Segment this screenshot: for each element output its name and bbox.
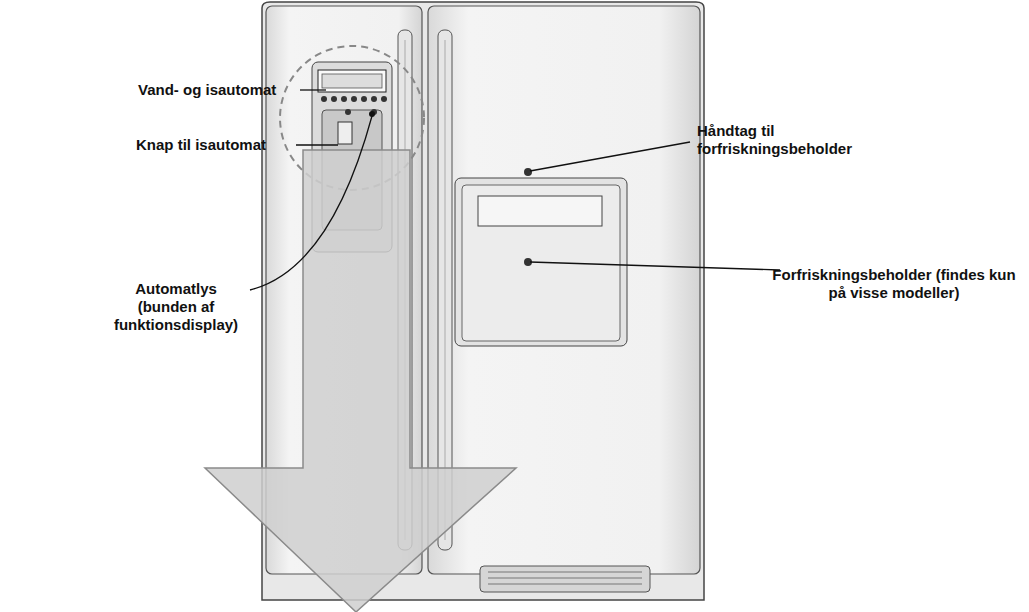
- callout-label: Forfriskningsbeholder (findes kun på vis…: [766, 266, 1022, 302]
- callout-label: Vand- og isautomat: [138, 81, 308, 99]
- callout-label: Knap til isautomat: [136, 136, 306, 154]
- callout-label: Håndtag til forfriskningsbeholder: [697, 122, 879, 158]
- callout-label: Automatlys (bunden af funktionsdisplay): [110, 280, 242, 334]
